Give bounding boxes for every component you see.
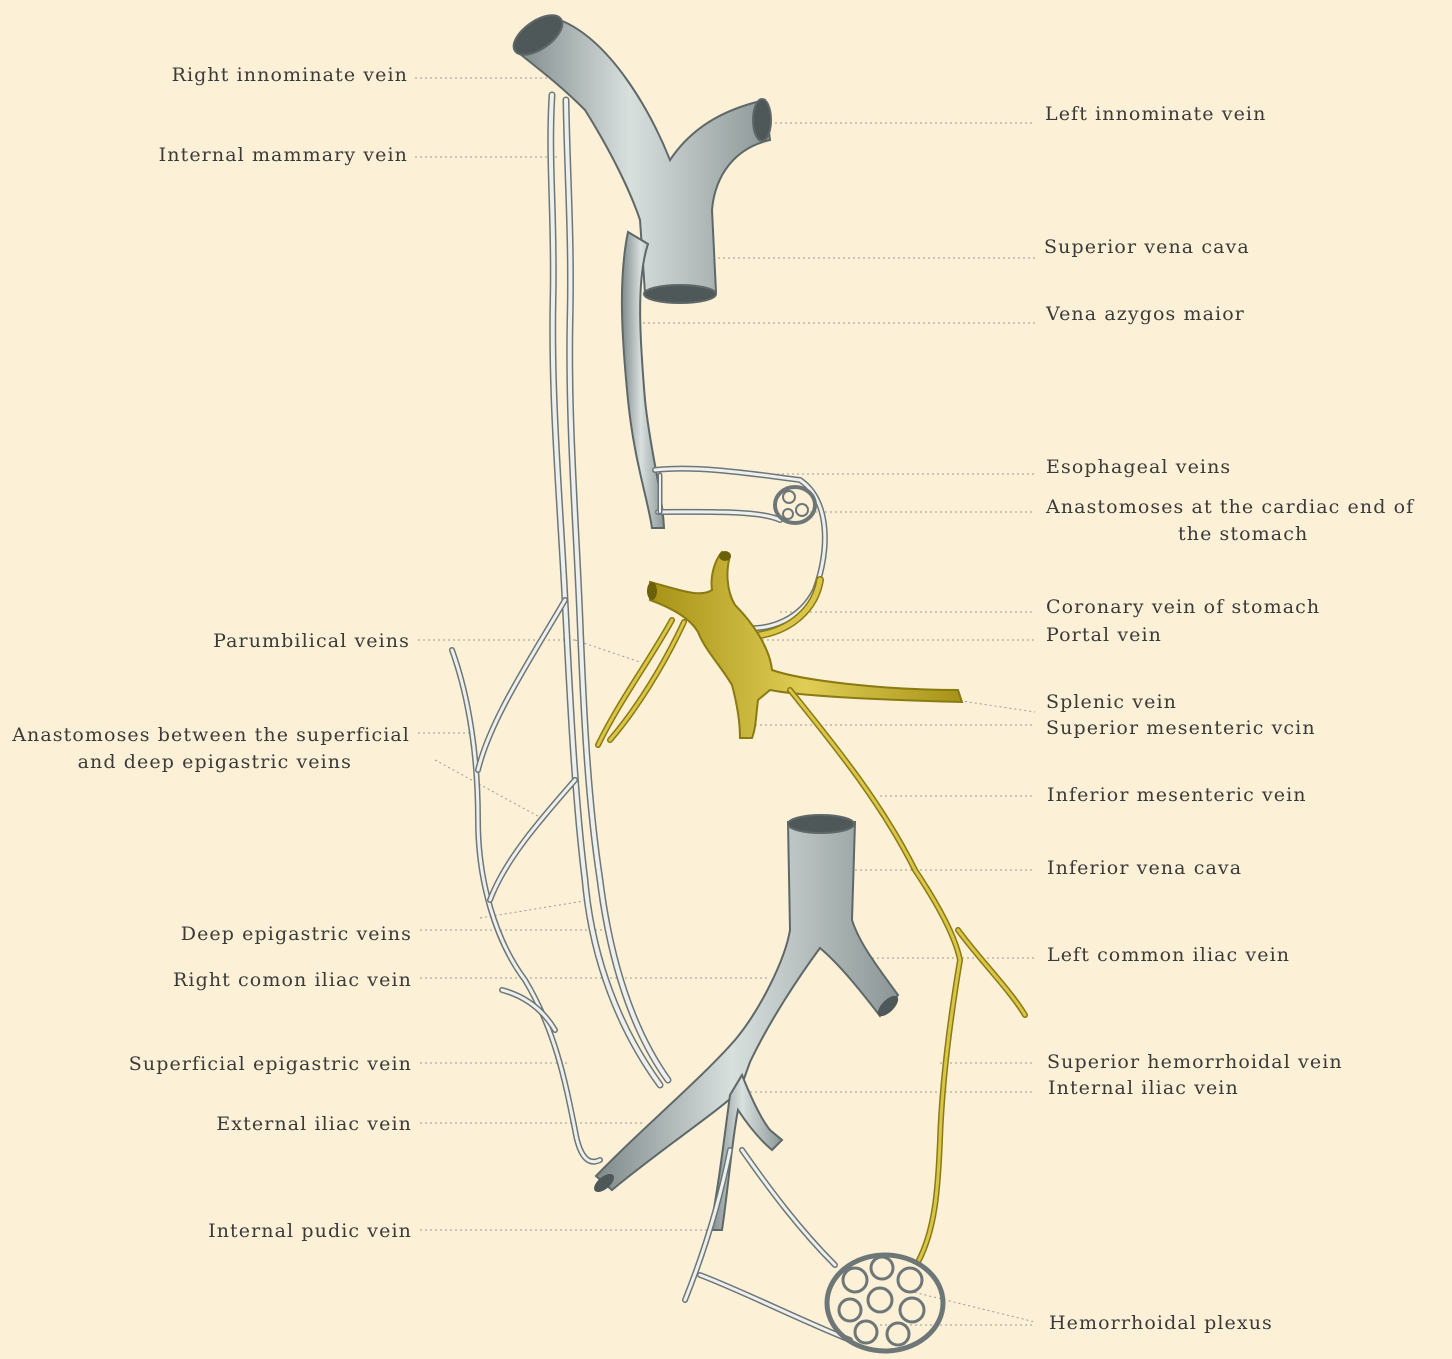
label-superior-vena-cava: Superior vena cava [1044,236,1250,258]
label-left-innominate-vein: Left innominate vein [1045,103,1266,125]
label-inferior-vena-cava: Inferior vena cava [1047,857,1242,879]
label-superior-mesenteric-vein: Superior mesenteric vcin [1046,717,1316,739]
label-esophageal-veins: Esophageal veins [1046,456,1231,478]
label-splenic-vein: Splenic vein [1046,691,1177,713]
label-left-common-iliac-vein: Left common iliac vein [1047,944,1290,966]
label-anastomoses-cardiac-line2: the stomach [1178,523,1308,545]
label-right-innominate-vein: Right innominate vein [172,64,408,86]
label-internal-mammary-vein: Internal mammary vein [159,144,408,166]
label-parumbilical-veins: Parumbilical veins [213,630,410,652]
label-anastomoses-epigastric-line1: Anastomoses between the superficial [12,724,410,746]
label-coronary-vein: Coronary vein of stomach [1046,596,1320,618]
label-internal-pudic-vein: Internal pudic vein [208,1220,412,1242]
label-anastomoses-cardiac-line1: Anastomoses at the cardiac end of [1046,496,1414,518]
label-anastomoses-epigastric-line2: and deep epigastric veins [78,751,352,773]
internal-pudic-vein [685,1150,850,1340]
label-inferior-mesenteric-vein: Inferior mesenteric vein [1047,784,1307,806]
label-vena-azygos-maior: Vena azygos maior [1046,303,1245,325]
label-deep-epigastric-veins: Deep epigastric veins [181,923,412,945]
label-superficial-epigastric-vein: Superficial epigastric vein [129,1053,412,1075]
label-right-common-iliac-vein: Right comon iliac vein [173,969,412,991]
label-external-iliac-vein: External iliac vein [216,1113,412,1135]
hemorrhoidal-plexus [827,1255,943,1351]
label-superior-hemorrhoidal-vein: Superior hemorrhoidal vein [1047,1051,1343,1073]
label-portal-vein: Portal vein [1046,624,1162,646]
label-internal-iliac-vein: Internal iliac vein [1048,1077,1239,1099]
label-hemorrhoidal-plexus: Hemorrhoidal plexus [1049,1312,1273,1334]
superficial-epigastric-veins [452,600,600,1162]
